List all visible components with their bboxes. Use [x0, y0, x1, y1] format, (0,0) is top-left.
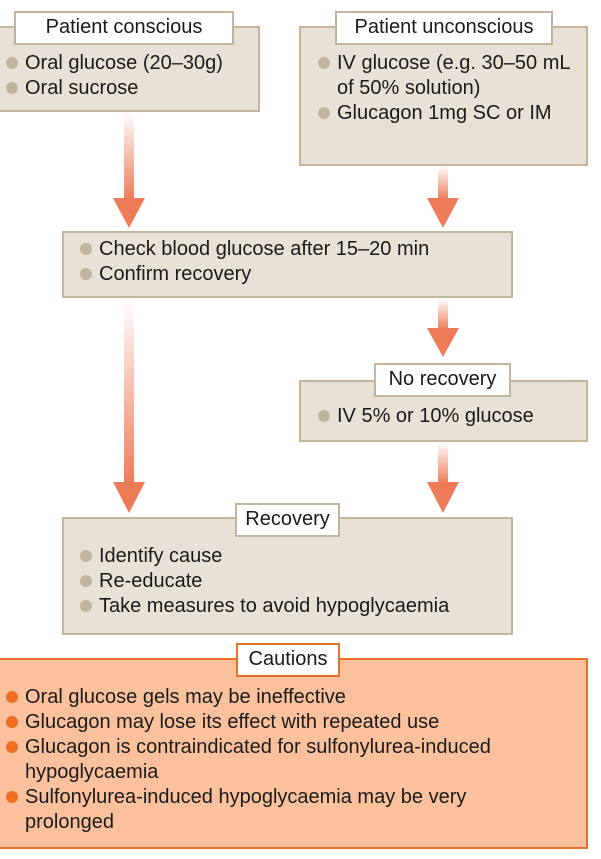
- arrow-conscious-to-check: [113, 112, 145, 228]
- bullet-icon: [6, 716, 18, 728]
- arrow-check-to-no-recovery: [427, 298, 459, 357]
- list-item: Identify cause: [78, 544, 449, 569]
- list-item: Oral glucose (20–30g): [4, 51, 223, 76]
- bullet-icon: [6, 791, 18, 803]
- unconscious-title: Patient unconscious: [335, 11, 553, 45]
- no-recovery-list: IV 5% or 10% glucose: [316, 404, 534, 429]
- bullet-icon: [318, 107, 330, 119]
- no-recovery-title: No recovery: [374, 363, 511, 397]
- list-item: Oral glucose gels may be ineffective: [4, 685, 524, 710]
- list-item: Take measures to avoid hypoglycaemia: [78, 594, 449, 619]
- arrow-check-to-recovery: [113, 300, 145, 513]
- list-item: Sulfonylurea-induced hypoglycaemia may b…: [4, 785, 524, 835]
- arrow-unconscious-to-check: [427, 166, 459, 228]
- list-item: Check blood glucose after 15–20 min: [78, 237, 429, 262]
- check-box: Check blood glucose after 15–20 min Conf…: [62, 231, 513, 298]
- list-item: IV glucose (e.g. 30–50 mL of 50% solutio…: [316, 51, 578, 101]
- list-item: IV 5% or 10% glucose: [316, 404, 534, 429]
- list-item: Glucagon may lose its effect with repeat…: [4, 710, 524, 735]
- recovery-title: Recovery: [235, 503, 340, 537]
- bullet-icon: [318, 410, 330, 422]
- bullet-icon: [80, 550, 92, 562]
- list-item: Confirm recovery: [78, 262, 429, 287]
- bullet-icon: [6, 741, 18, 753]
- cautions-title: Cautions: [236, 643, 340, 677]
- unconscious-box: IV glucose (e.g. 30–50 mL of 50% solutio…: [299, 26, 588, 166]
- unconscious-list: IV glucose (e.g. 30–50 mL of 50% solutio…: [316, 51, 578, 126]
- bullet-icon: [6, 691, 18, 703]
- conscious-title: Patient conscious: [14, 11, 234, 45]
- bullet-icon: [80, 600, 92, 612]
- list-item: Glucagon 1mg SC or IM: [316, 101, 578, 126]
- list-item: Re-educate: [78, 569, 449, 594]
- no-recovery-box: IV 5% or 10% glucose: [299, 380, 588, 442]
- list-item: Oral sucrose: [4, 76, 223, 101]
- recovery-list: Identify cause Re-educate Take measures …: [78, 544, 449, 619]
- bullet-icon: [80, 268, 92, 280]
- bullet-icon: [6, 82, 18, 94]
- bullet-icon: [6, 57, 18, 69]
- conscious-list: Oral glucose (20–30g) Oral sucrose: [4, 51, 223, 101]
- cautions-box: Oral glucose gels may be ineffective Glu…: [0, 658, 588, 849]
- arrow-no-recovery-to-recovery: [427, 442, 459, 513]
- list-item: Glucagon is contraindicated for sulfonyl…: [4, 735, 524, 785]
- bullet-icon: [318, 57, 330, 69]
- cautions-list: Oral glucose gels may be ineffective Glu…: [4, 685, 524, 835]
- check-list: Check blood glucose after 15–20 min Conf…: [78, 237, 429, 287]
- bullet-icon: [80, 575, 92, 587]
- bullet-icon: [80, 243, 92, 255]
